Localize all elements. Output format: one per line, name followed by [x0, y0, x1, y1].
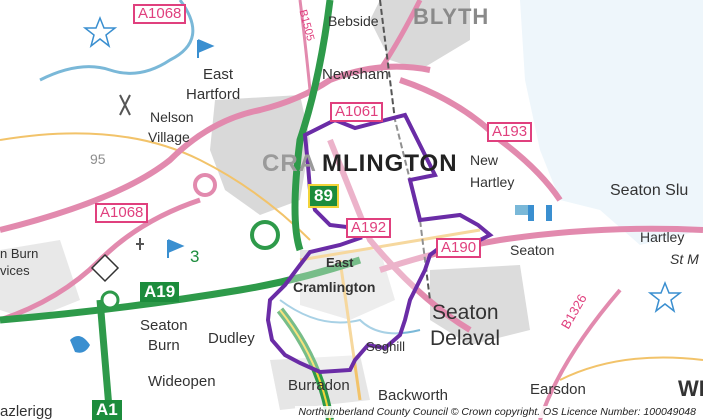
bird-icon — [70, 336, 90, 353]
minor-road-4 — [559, 356, 703, 381]
urban-left — [0, 240, 80, 320]
place-label-burn-2: vices — [0, 263, 30, 278]
place-label-nelson-2: Village — [148, 129, 190, 145]
place-label-new-hartley-1: New — [470, 152, 499, 168]
place-label-burn-1: n Burn — [0, 246, 39, 261]
urban-cramlington — [210, 95, 310, 215]
place-label-east-cramlington-2: Cramlington — [293, 279, 376, 295]
place-label-st-m: St M — [670, 251, 699, 267]
primary-road-a19 — [0, 256, 362, 324]
place-label-hazlerigg: azlerigg — [0, 403, 53, 420]
urban-seaton-delaval — [430, 265, 530, 345]
building-icon-2 — [546, 205, 552, 221]
diamond-sign-icon — [90, 253, 120, 283]
place-label-seaton-burn-2: Burn — [148, 337, 180, 354]
place-label-east-hartford-2: Hartford — [186, 86, 241, 103]
a-road-upper — [377, 0, 423, 72]
place-label-dudley: Dudley — [208, 330, 255, 347]
road-shield-a1061: A1061 — [330, 102, 384, 122]
place-label-seghill: Seghill — [366, 339, 406, 354]
town-label-cramlington-right: MLINGTON — [322, 150, 458, 177]
place-label-seaton-burn-1: Seaton — [140, 317, 188, 334]
road-shield-a192: A192 — [346, 218, 392, 238]
flag-icon-2 — [167, 239, 185, 258]
place-label-seaton: Seaton — [510, 242, 555, 258]
grid-label-3: 3 — [190, 247, 200, 266]
road-shield-a1068-left: A1068 — [95, 203, 149, 223]
urban-east-cram — [300, 250, 395, 320]
minor-road-2 — [299, 228, 481, 262]
primary-shield-a19: A19 — [140, 282, 180, 302]
building-icon-1 — [528, 205, 534, 221]
roundabout-1 — [193, 173, 217, 197]
pond — [515, 205, 533, 215]
place-label-backworth: Backworth — [378, 387, 449, 404]
primary-shield-a189: 89 — [308, 184, 339, 208]
urban-blyth — [370, 0, 470, 70]
sea-area — [520, 0, 703, 245]
minor-road-3 — [338, 259, 362, 401]
windmill-icon — [119, 94, 131, 116]
b-road-b1505 — [298, 0, 312, 91]
place-label-bebside: Bebside — [328, 13, 379, 29]
ward-boundary — [265, 112, 494, 375]
place-label-nelson-1: Nelson — [150, 109, 194, 125]
place-label-hartley: Hartley — [640, 229, 685, 245]
primary-shield-a1: A1 — [92, 400, 122, 420]
place-label-east-cramlington-1: East — [326, 255, 354, 270]
place-label-seaton-sluice: Seaton Slu — [610, 182, 689, 199]
star-icon-2 — [647, 280, 683, 313]
place-label-earsdon: Earsdon — [530, 381, 586, 398]
minor-road-1 — [0, 132, 311, 241]
a-road-a190 — [379, 225, 703, 273]
place-label-newsham: Newsham — [322, 66, 389, 83]
primary-road-a189 — [291, 0, 334, 252]
burn-stream — [279, 299, 421, 335]
a-road-a192 — [327, 138, 472, 333]
church-icon — [136, 238, 144, 250]
copyright-credit: Northumberland County Council © Crown co… — [295, 406, 699, 418]
roundabout-2 — [250, 220, 280, 250]
place-label-east-hartford-1: East — [203, 66, 234, 83]
place-label-new-hartley-2: Hartley — [470, 174, 515, 190]
a-road-a1068 — [0, 63, 431, 233]
road-shield-a1068-top: A1068 — [133, 4, 187, 24]
place-label-burradon: Burradon — [288, 377, 350, 394]
place-label-seaton-delaval-2: Delaval — [430, 327, 501, 350]
flag-icon-1 — [197, 39, 215, 58]
town-label-blyth: BLYTH — [413, 4, 490, 29]
place-label-wideopen: Wideopen — [148, 373, 216, 390]
place-label-seaton-delaval-1: Seaton — [432, 301, 499, 324]
road-shield-a190: A190 — [436, 238, 482, 258]
town-label-cramlington-left: CRA — [262, 150, 317, 177]
star-icon-1 — [82, 15, 118, 48]
roundabout-3 — [100, 290, 120, 310]
place-label-wh: WH — [678, 376, 703, 401]
grid-label-95: 95 — [90, 151, 106, 167]
road-shield-a193: A193 — [487, 122, 533, 142]
river-blyth — [39, 0, 195, 82]
railway-line — [379, 0, 431, 301]
